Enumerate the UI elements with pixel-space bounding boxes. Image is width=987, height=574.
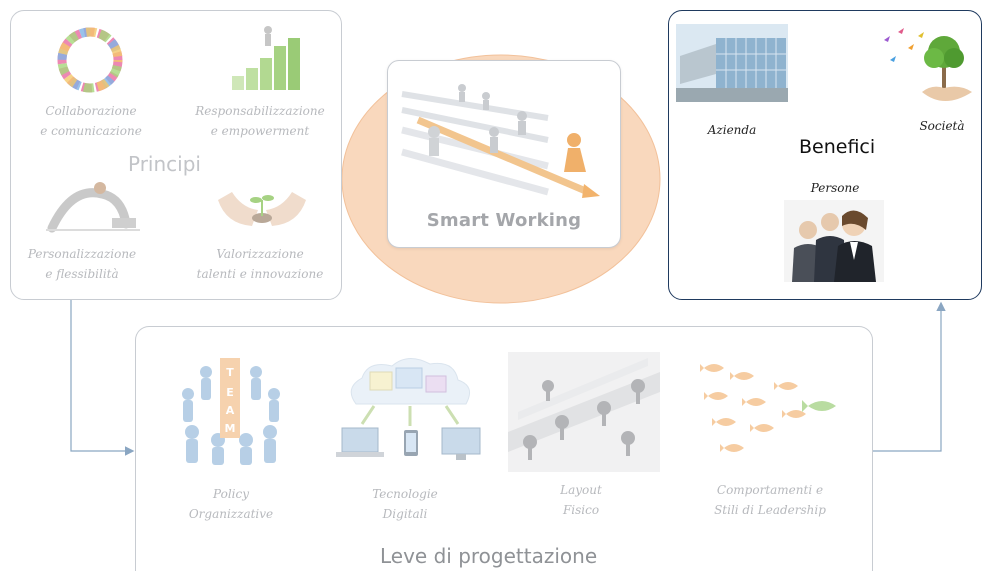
principi-item-1-line1: Collaborazione [45, 104, 137, 118]
benefici-item-azienda: Azienda [707, 123, 757, 137]
leve-title: Leve di progettazione [380, 544, 598, 568]
hands-sprout-icon [212, 170, 312, 236]
svg-text:M: M [225, 422, 236, 435]
growth-steps-icon [226, 20, 306, 96]
office-layout-icon [508, 352, 660, 472]
benefici-title: Benefici [799, 136, 876, 158]
leve-item-4-line1: Comportamenti e [716, 483, 824, 497]
principi-item-3-line2: e flessibilità [45, 267, 119, 281]
office-building-icon [676, 24, 788, 102]
svg-text:T: T [226, 366, 234, 379]
color-ring-icon [50, 22, 130, 98]
benefici-item-societa: Società [919, 119, 965, 133]
benefici-item-persone: Persone [810, 181, 860, 195]
svg-text:A: A [226, 404, 235, 417]
leve-item-2-line1: Tecnologie [372, 487, 438, 501]
leve-item-3-line2: Fisico [562, 503, 600, 517]
leve-item-2-line2: Digitali [382, 507, 428, 521]
cloud-devices-icon [334, 354, 484, 466]
tree-butterflies-icon [878, 26, 978, 112]
principi-item-4-line1: Valorizzazione [216, 247, 304, 261]
flexible-worker-icon [42, 176, 142, 236]
principi-title: Principi [128, 152, 201, 176]
smart-working-title: Smart Working [426, 210, 582, 231]
svg-text:E: E [226, 386, 234, 399]
connector-principi-to-leve [70, 300, 135, 456]
leve-item-3-line1: Layout [560, 483, 602, 497]
connector-leve-to-benefici [873, 301, 946, 452]
principi-item-2-line2: e empowerment [210, 124, 310, 138]
leve-item-1-line2: Organizzative [188, 507, 274, 521]
running-figures-icon [398, 80, 610, 200]
principi-item-3-line1: Personalizzazione [27, 247, 137, 261]
principi-item-1-line2: e comunicazione [40, 124, 142, 138]
leve-item-1-line1: Policy [213, 487, 249, 501]
principi-item-2-line1: Responsabilizzazione [195, 104, 325, 118]
fish-school-icon [694, 356, 844, 466]
business-people-icon [784, 200, 884, 282]
leve-item-4-line2: Stili di Leadership [714, 503, 826, 517]
principi-item-4-line2: talenti e innovazione [196, 267, 324, 281]
